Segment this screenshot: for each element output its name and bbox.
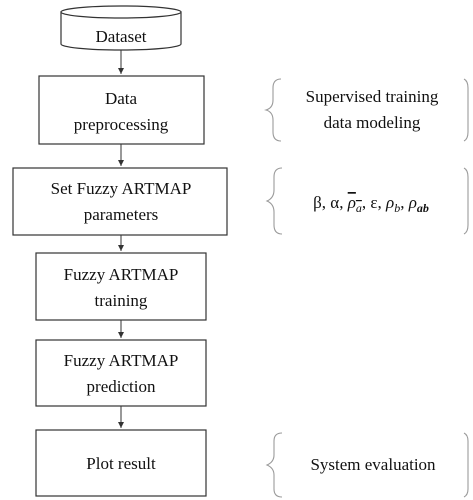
- brace-right-icon: [463, 167, 469, 235]
- node-label-line-2: parameters: [84, 205, 159, 224]
- param-symbols-text: β, α, ρa, ε, ρb, ρab: [313, 193, 429, 215]
- brace-icon: [264, 78, 282, 142]
- node-label-line-1: Plot result: [86, 454, 156, 473]
- annotation-supervised: Supervised training data modeling: [264, 78, 469, 142]
- node-label-line-2: preprocessing: [74, 115, 169, 134]
- node-plot: Plot result: [35, 429, 207, 497]
- node-params: Set Fuzzy ARTMAP parameters: [12, 167, 228, 236]
- node-prediction: Fuzzy ARTMAP prediction: [35, 339, 207, 407]
- node-label-line-1: Set Fuzzy ARTMAP: [51, 179, 192, 198]
- node-box: [38, 75, 205, 145]
- annotation-line-1: System evaluation: [310, 455, 436, 474]
- brace-right-icon: [463, 432, 469, 498]
- brace-right-icon: [463, 78, 469, 142]
- annotation-line-2: data modeling: [324, 113, 421, 132]
- node-label-line-2: prediction: [87, 377, 156, 396]
- node-label-line-2: training: [95, 291, 148, 310]
- node-box: [12, 167, 228, 236]
- node-box: [35, 429, 207, 497]
- node-box: [35, 252, 207, 321]
- node-label-line-1: Fuzzy ARTMAP: [64, 351, 179, 370]
- cylinder-top: [60, 5, 182, 19]
- annotation-param-symbols: β, α, ρa, ε, ρb, ρab: [265, 167, 469, 235]
- brace-icon: [265, 167, 283, 235]
- node-training: Fuzzy ARTMAP training: [35, 252, 207, 321]
- annotation-line-1: Supervised training: [306, 87, 439, 106]
- node-preprocess: Data preprocessing: [38, 75, 205, 145]
- cylinder-shape: [60, 11, 182, 51]
- node-label: Dataset: [96, 27, 147, 46]
- node-box: [35, 339, 207, 407]
- node-dataset: Dataset: [60, 5, 182, 51]
- node-label-line-1: Data: [105, 89, 138, 108]
- brace-icon: [265, 432, 283, 498]
- node-label-line-1: Fuzzy ARTMAP: [64, 265, 179, 284]
- annotation-evaluation: System evaluation: [265, 432, 469, 498]
